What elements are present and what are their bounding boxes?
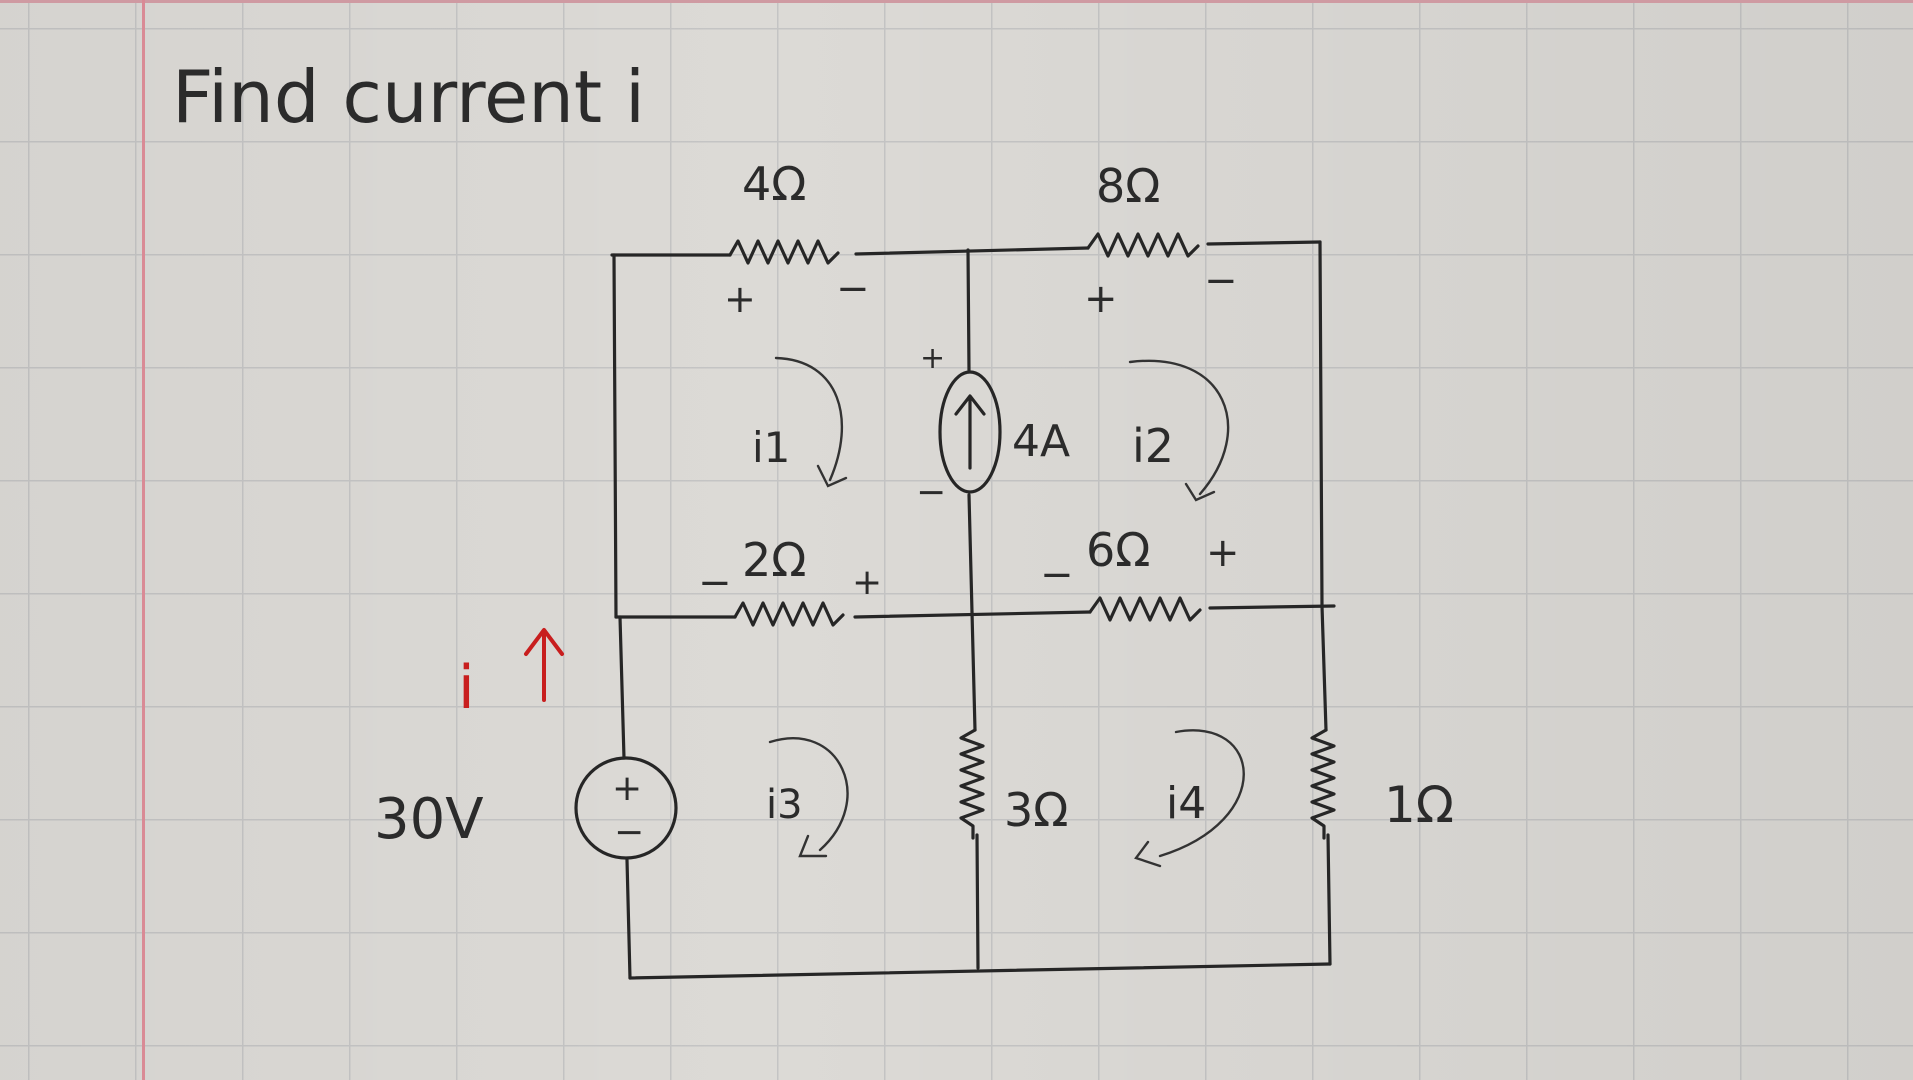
minus-sign: − (614, 812, 644, 853)
resistor-4ohm: 4Ω + − (724, 157, 870, 321)
current-source-label: 4A (1012, 416, 1070, 467)
voltage-source-label: 30V (374, 787, 484, 852)
margin-line (142, 0, 145, 1080)
resistor-6ohm: 6Ω − + (1040, 523, 1240, 622)
resistor-1ohm-label: 1Ω (1384, 776, 1454, 834)
plus-sign: + (920, 341, 945, 376)
plus-sign: + (724, 277, 756, 321)
minus-sign: − (836, 266, 870, 312)
mesh-i2-label: i2 (1132, 419, 1174, 473)
paper-top-edge (0, 0, 1913, 3)
arrow-up-icon (524, 628, 564, 702)
mesh-i4-label: i4 (1166, 778, 1206, 829)
mesh-i3-label: i3 (766, 782, 803, 828)
mesh-i2: i2 (1128, 359, 1230, 502)
minus-sign: − (916, 472, 946, 513)
voltage-source-30v: + − 30V (374, 756, 678, 860)
resistor-6ohm-label: 6Ω (1086, 523, 1150, 577)
resistor-3ohm-label: 3Ω (1004, 783, 1068, 837)
mesh-i4: i4 (1134, 729, 1245, 868)
plus-sign: + (612, 768, 642, 809)
resistor-8ohm: 8Ω + − (1084, 159, 1238, 322)
current-i-label: i (458, 653, 475, 723)
resistor-8ohm-label: 8Ω (1096, 159, 1160, 213)
mesh-i1-label: i1 (752, 423, 790, 472)
resistor-3ohm: 3Ω (959, 728, 1068, 840)
resistor-1ohm: 1Ω (1310, 728, 1454, 840)
problem-title: Find current i (172, 55, 645, 139)
resistor-2ohm: 2Ω − + (698, 533, 882, 627)
minus-sign: − (1204, 258, 1238, 304)
mesh-i3: i3 (766, 737, 849, 858)
plus-sign: + (1084, 276, 1118, 322)
wires (610, 240, 1336, 980)
plus-sign: + (852, 562, 882, 603)
resistor-2ohm-label: 2Ω (742, 533, 806, 587)
minus-sign: − (698, 560, 732, 606)
current-i-indicator: i (458, 628, 564, 723)
resistor-4ohm-label: 4Ω (742, 157, 806, 211)
current-source-4a: 4A + − (916, 341, 1070, 513)
plus-sign: + (1206, 530, 1240, 576)
mesh-i1: i1 (752, 356, 848, 488)
minus-sign: − (1040, 552, 1074, 598)
